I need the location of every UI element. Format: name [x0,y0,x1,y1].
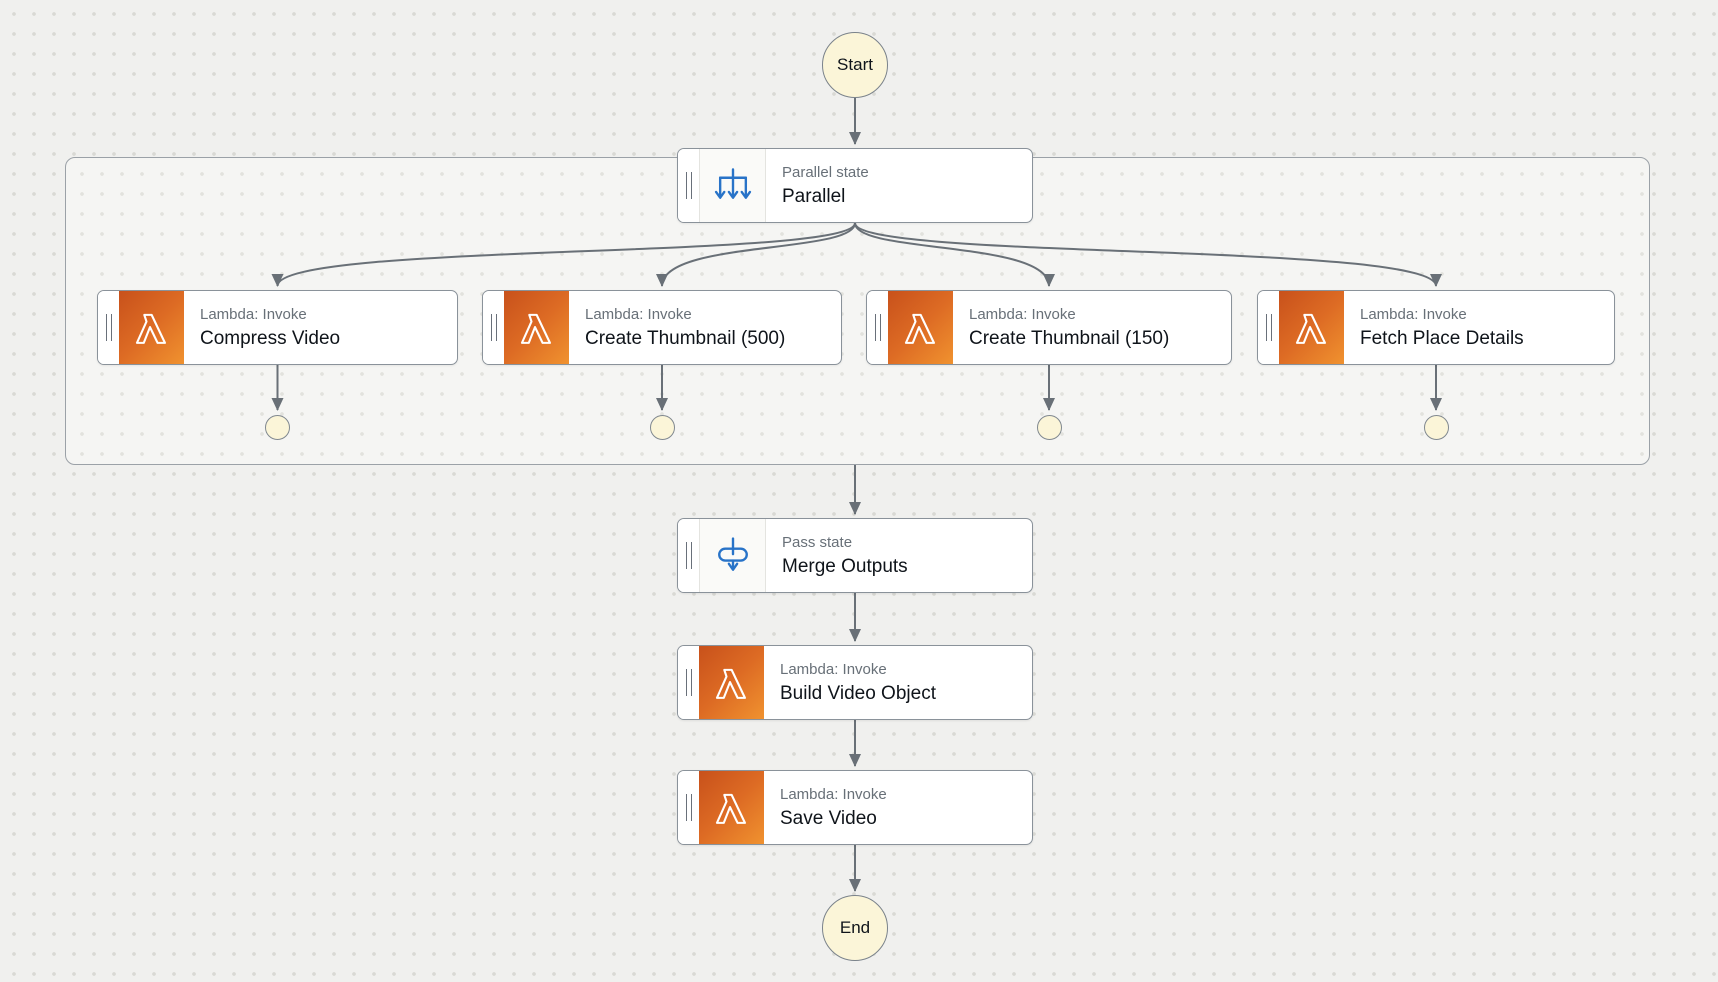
drag-handle-icon [685,172,692,199]
state-title: Merge Outputs [782,555,908,577]
end-label: End [839,918,871,937]
state-type-label: Lambda: Invoke [780,660,887,678]
drag-handle-icon [685,542,692,569]
lambda-icon [699,646,764,719]
state-build-video-object[interactable]: Lambda: Invoke Build Video Object [677,645,1033,720]
state-title: Build Video Object [780,682,936,704]
state-title: Create Thumbnail (150) [969,327,1170,349]
drag-handle-icon [685,794,692,821]
lambda-icon [119,291,184,364]
drag-handle[interactable] [678,149,699,222]
branch-end-dot [265,415,290,440]
lambda-icon [1279,291,1344,364]
branch-end-dot [649,415,675,440]
state-fetch-place-details[interactable]: Lambda: Invoke Fetch Place Details [1257,290,1615,365]
state-type-label: Pass state [782,533,853,551]
state-title: Parallel [782,185,846,207]
parallel-icon [699,149,766,222]
drag-handle-icon [490,314,497,341]
start-label: Start [837,55,873,74]
drag-handle-icon [105,314,112,341]
state-create-thumbnail-150[interactable]: Lambda: Invoke Create Thumbnail (150) [866,290,1232,365]
lambda-icon [888,291,953,364]
state-parallel[interactable]: Parallel state Parallel [677,148,1033,223]
state-merge-outputs[interactable]: Pass state Merge Outputs [677,518,1033,593]
state-type-label: Lambda: Invoke [200,305,307,323]
state-type-label: Parallel state [782,163,869,181]
state-type-label: Lambda: Invoke [585,305,692,323]
branch-end-dot [1036,415,1062,440]
state-type-label: Lambda: Invoke [1360,305,1467,323]
drag-handle-icon [874,314,881,341]
start-node[interactable]: Start [822,32,888,98]
drag-handle[interactable] [678,771,699,844]
state-title: Compress Video [200,327,341,349]
state-compress-video[interactable]: Lambda: Invoke Compress Video [97,290,458,365]
lambda-icon [504,291,569,364]
drag-handle[interactable] [678,646,699,719]
state-create-thumbnail-500[interactable]: Lambda: Invoke Create Thumbnail (500) [482,290,842,365]
state-title: Create Thumbnail (500) [585,327,786,349]
pass-icon [699,519,766,592]
state-type-label: Lambda: Invoke [969,305,1076,323]
state-type-label: Lambda: Invoke [780,785,887,803]
lambda-icon [699,771,764,844]
state-title: Fetch Place Details [1360,327,1524,349]
drag-handle[interactable] [867,291,888,364]
end-node[interactable]: End [822,895,888,961]
state-title: Save Video [780,807,877,829]
drag-handle-icon [1265,314,1272,341]
drag-handle[interactable] [483,291,504,364]
drag-handle-icon [685,669,692,696]
branch-end-dot [1423,415,1449,440]
drag-handle[interactable] [678,519,699,592]
state-save-video[interactable]: Lambda: Invoke Save Video [677,770,1033,845]
drag-handle[interactable] [98,291,119,364]
drag-handle[interactable] [1258,291,1279,364]
